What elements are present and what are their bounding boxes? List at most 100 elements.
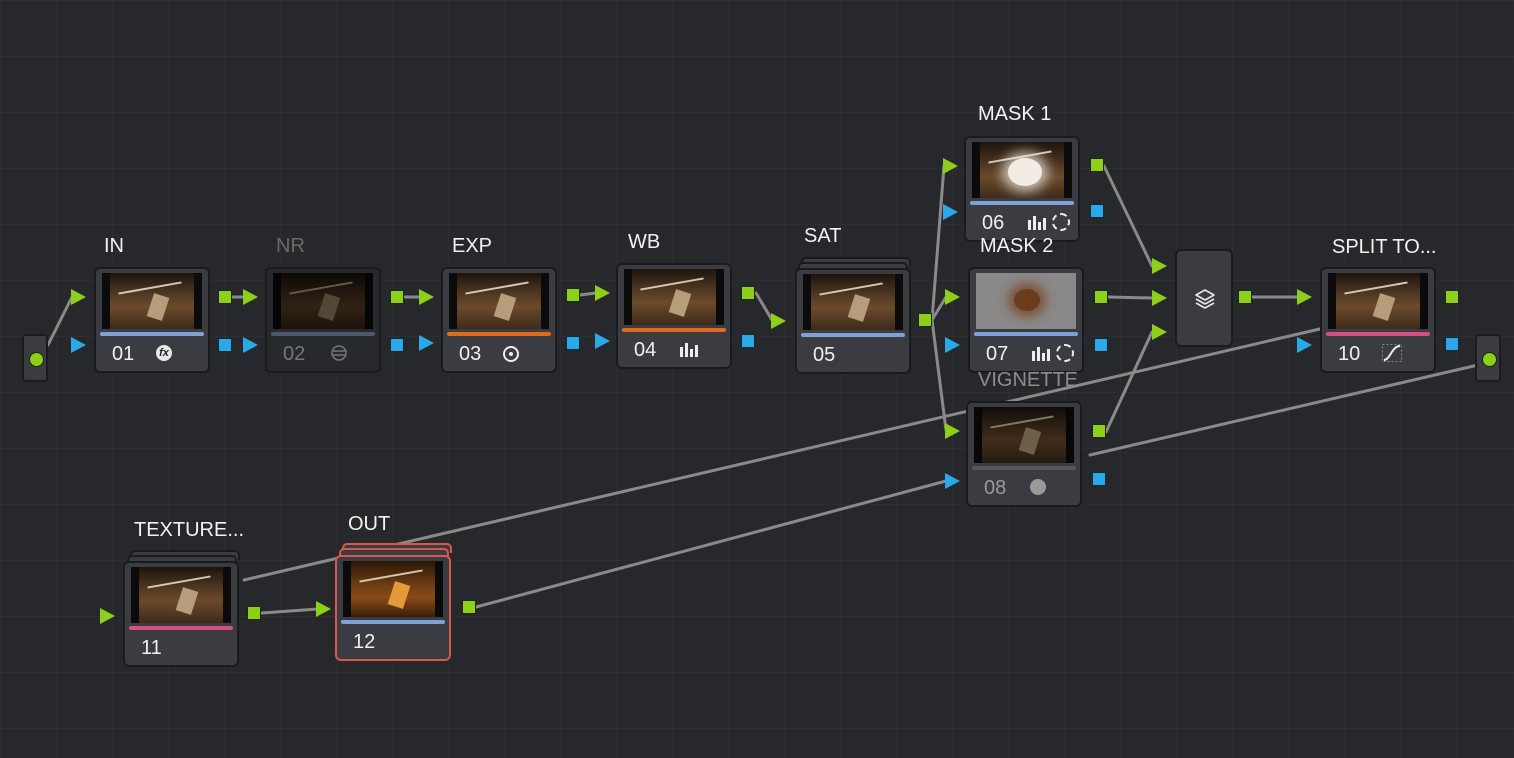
rgb-input[interactable] <box>316 601 331 617</box>
node-thumbnail <box>131 567 231 623</box>
alpha-input[interactable] <box>943 204 958 220</box>
bars-icon <box>680 341 698 357</box>
circle-window-icon <box>1052 213 1070 231</box>
node-thumbnail <box>624 269 724 325</box>
alpha-input[interactable] <box>945 337 960 353</box>
rgb-input[interactable] <box>945 423 960 439</box>
node-12[interactable]: 12 <box>335 555 451 661</box>
node-label-texture: TEXTURE... <box>134 519 245 541</box>
rgb-input[interactable] <box>243 289 258 305</box>
node-thumbnail <box>972 142 1072 198</box>
rgb-output[interactable] <box>390 290 404 304</box>
node-number: 08 <box>984 477 1007 499</box>
node-bar <box>271 332 375 336</box>
node-stack-layer <box>798 262 908 272</box>
wire <box>46 295 74 347</box>
node-label-out: OUT <box>348 513 391 535</box>
node-label-nr: NR <box>276 235 305 257</box>
node-bar <box>341 620 445 624</box>
node-03[interactable]: 03 <box>441 267 557 373</box>
rgb-output[interactable] <box>918 313 932 327</box>
layer-mixer-node[interactable] <box>1175 249 1233 347</box>
rgb-output[interactable] <box>566 288 580 302</box>
bars-icon <box>1032 345 1050 361</box>
node-06[interactable]: 06 <box>964 136 1080 242</box>
node-thumbnail <box>102 273 202 329</box>
output-dot-icon <box>1482 352 1497 367</box>
alpha-output[interactable] <box>1445 337 1459 351</box>
node-thumbnail <box>803 274 903 330</box>
alpha-input[interactable] <box>243 337 258 353</box>
node-label-mask-2: MASK 2 <box>980 235 1054 257</box>
rgb-input[interactable] <box>943 158 958 174</box>
alpha-output[interactable] <box>566 336 580 350</box>
alpha-output[interactable] <box>1094 338 1108 352</box>
alpha-output[interactable] <box>1090 204 1104 218</box>
alpha-input[interactable] <box>71 337 86 353</box>
node-stack-layer <box>127 555 237 565</box>
curve-icon <box>1382 344 1402 362</box>
source-input[interactable] <box>22 334 48 382</box>
alpha-output[interactable] <box>218 338 232 352</box>
node-thumbnail <box>343 561 443 617</box>
layer-input-2[interactable] <box>1152 290 1167 306</box>
layer-input-3[interactable] <box>1152 324 1167 340</box>
final-output[interactable] <box>1475 334 1501 382</box>
rgb-output[interactable] <box>741 286 755 300</box>
noise-reduction-icon <box>329 345 349 361</box>
wire <box>1102 164 1154 268</box>
node-number: 02 <box>283 343 306 365</box>
node-10[interactable]: 10 <box>1320 267 1436 373</box>
node-label-wb: WB <box>628 231 661 253</box>
rgb-output[interactable] <box>462 600 476 614</box>
alpha-input[interactable] <box>1297 337 1312 353</box>
node-number: 12 <box>353 631 376 653</box>
rgb-input[interactable] <box>595 285 610 301</box>
rgb-output[interactable] <box>218 290 232 304</box>
node-stack-layer <box>339 548 449 558</box>
circle-window-icon <box>1056 344 1074 362</box>
node-label-in: IN <box>104 235 124 257</box>
alpha-input[interactable] <box>595 333 610 349</box>
wire <box>474 479 948 609</box>
node-02[interactable]: 02 <box>265 267 381 373</box>
rgb-output[interactable] <box>1445 290 1459 304</box>
layer-input-1[interactable] <box>1152 258 1167 274</box>
rgb-output[interactable] <box>247 606 261 620</box>
bars-icon <box>1028 214 1046 230</box>
rgb-output[interactable] <box>1090 158 1104 172</box>
alpha-input[interactable] <box>945 473 960 489</box>
wire <box>578 291 598 297</box>
node-label-sat: SAT <box>804 225 842 247</box>
rgb-output[interactable] <box>1094 290 1108 304</box>
rgb-input[interactable] <box>100 608 115 624</box>
rgb-input[interactable] <box>71 289 86 305</box>
wire <box>242 326 1326 582</box>
node-08[interactable]: 08 fx <box>966 401 1082 507</box>
rgb-input[interactable] <box>419 289 434 305</box>
node-number: 05 <box>813 344 836 366</box>
rgb-output[interactable] <box>1238 290 1252 304</box>
node-05[interactable]: 05 <box>795 268 911 374</box>
node-07[interactable]: 07 <box>968 267 1084 373</box>
alpha-output[interactable] <box>1092 472 1106 486</box>
node-bar <box>1326 332 1430 336</box>
node-thumbnail <box>1328 273 1428 329</box>
alpha-input[interactable] <box>419 335 434 351</box>
wire <box>260 607 320 615</box>
node-01[interactable]: 01 fx <box>94 267 210 373</box>
node-04[interactable]: 04 <box>616 263 732 369</box>
wire <box>754 291 774 322</box>
node-label-mask-1: MASK 1 <box>978 103 1052 125</box>
rgb-input[interactable] <box>945 289 960 305</box>
node-11[interactable]: 11 <box>123 561 239 667</box>
node-number: 06 <box>982 212 1005 234</box>
alpha-output[interactable] <box>741 334 755 348</box>
rgb-output[interactable] <box>1092 424 1106 438</box>
target-icon <box>503 346 519 362</box>
rgb-input[interactable] <box>771 313 786 329</box>
alpha-output[interactable] <box>390 338 404 352</box>
rgb-input[interactable] <box>1297 289 1312 305</box>
